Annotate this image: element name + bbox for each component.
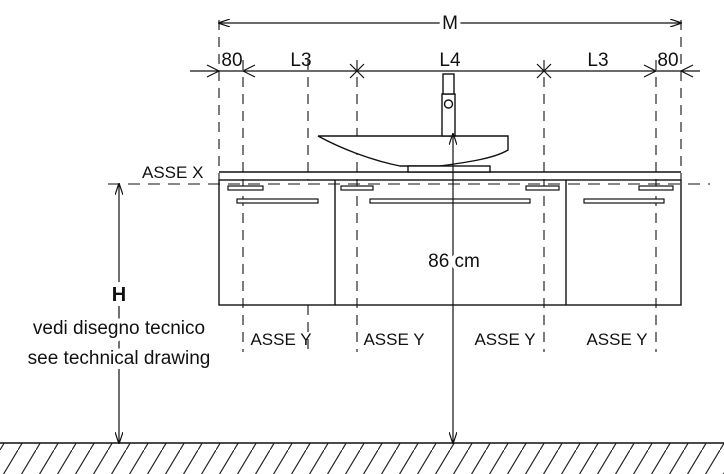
- height-note-italian: vedi disegno tecnico: [33, 318, 205, 339]
- height-note: H vedi disegno tecnico see technical dra…: [23, 279, 216, 374]
- axis-y-label: ASSE Y: [363, 330, 424, 349]
- sink-basin: [317, 135, 509, 173]
- sink-height-label: 86 cm: [428, 251, 480, 272]
- floor: [0, 442, 724, 474]
- faucet: [441, 73, 456, 137]
- axis-y-label: ASSE Y: [250, 330, 311, 349]
- axis-y-labels: ASSE Y ASSE Y ASSE Y ASSE Y: [250, 330, 647, 349]
- dimension-module-right-label: L3: [587, 50, 608, 71]
- axis-x-label: ASSE X: [142, 163, 203, 182]
- vanity-cabinet: [218, 171, 682, 306]
- height-note-english: see technical drawing: [28, 348, 211, 369]
- dimension-chain-line: [190, 63, 700, 79]
- module-reference-lines: [218, 20, 682, 352]
- dimension-module-center-label: L4: [439, 50, 461, 71]
- height-symbol: H: [112, 284, 126, 306]
- dimension-module-left-label: L3: [290, 50, 311, 71]
- axis-y-label: ASSE Y: [586, 330, 647, 349]
- dimension-gap-left-label: 80: [221, 50, 242, 71]
- dimension-total-label: M: [442, 13, 458, 34]
- dimension-gap-right-label: 80: [657, 50, 678, 71]
- axis-y-label: ASSE Y: [474, 330, 535, 349]
- cabinet-handles: [227, 185, 674, 204]
